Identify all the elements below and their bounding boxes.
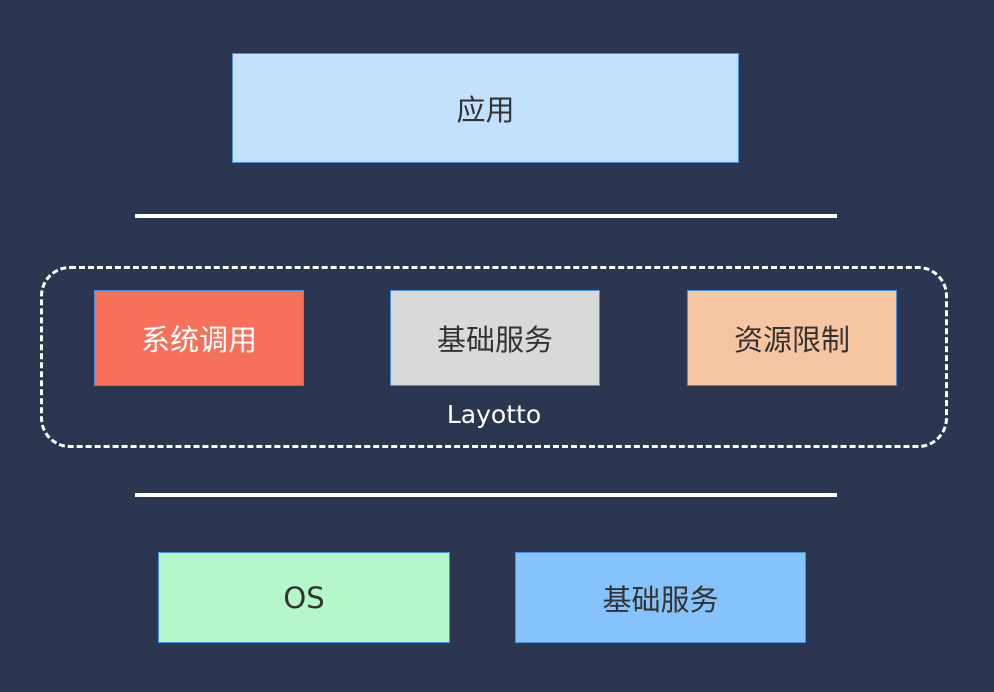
os-label: OS (283, 580, 325, 615)
syscall-module-box: 系统调用 (94, 290, 304, 386)
os-box: OS (158, 552, 450, 643)
basic-service-module-box: 基础服务 (390, 290, 600, 386)
layotto-label: Layotto (446, 399, 542, 429)
resource-limit-module-box: 资源限制 (687, 290, 897, 386)
infrastructure-service-label: 基础服务 (602, 582, 719, 617)
top-layer-divider (135, 214, 837, 218)
infrastructure-service-box: 基础服务 (515, 552, 806, 643)
bottom-layer-divider (135, 493, 837, 497)
syscall-module-label: 系统调用 (140, 323, 257, 357)
application-layer-box: 应用 (232, 53, 739, 163)
application-layer-label: 应用 (456, 93, 515, 127)
resource-limit-module-label: 资源限制 (733, 323, 850, 357)
basic-service-module-label: 基础服务 (436, 323, 553, 357)
layotto-dashed-frame (40, 266, 948, 448)
